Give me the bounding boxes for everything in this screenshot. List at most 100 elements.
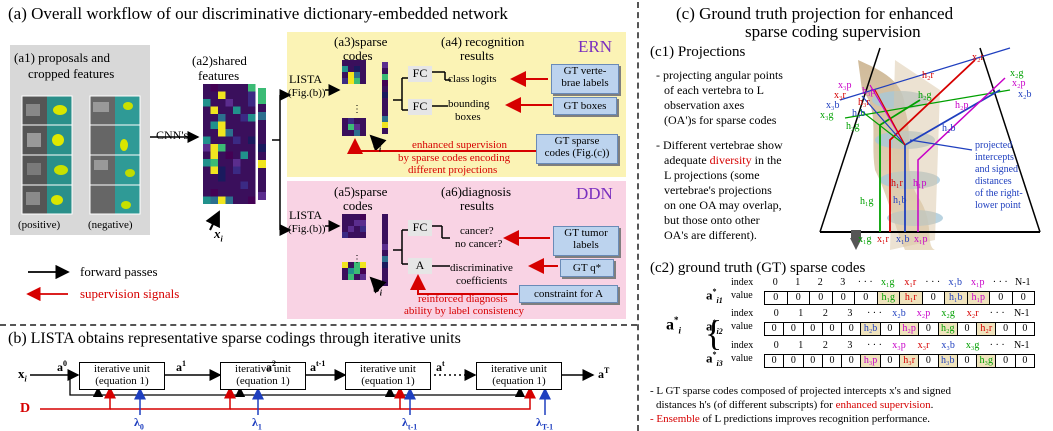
discriminative-line2: coefficients — [456, 275, 508, 287]
unit4-line2: (equation 1) — [492, 375, 546, 387]
legend-forward-label: forward passes — [80, 264, 158, 279]
at-1-label: at-1 — [310, 359, 326, 374]
lbl-x3r: x₃r — [834, 90, 846, 101]
aT-label: aT — [598, 366, 610, 381]
unit3-line2: (equation 1) — [361, 375, 415, 387]
ai-label: ai — [373, 137, 382, 154]
a-star-row-label: a*i1 — [706, 287, 723, 305]
index-cell: x₁p — [971, 277, 985, 288]
bullet2-line7: OA's are different). — [664, 228, 757, 242]
enhanced-supervision-line3: different projections — [408, 164, 498, 176]
fc-box-ern-2: FC — [408, 99, 432, 115]
a1-title-line1: (a1) proposals and — [14, 50, 111, 65]
positive-crops — [21, 95, 73, 215]
value-cell: 0 — [821, 354, 843, 368]
shared-features-matrix — [203, 84, 256, 204]
c1-title: (c1) Projections — [650, 44, 746, 60]
lbl-h3p: h₃p — [862, 86, 876, 97]
index-cell: 2 — [822, 340, 828, 351]
value-cell: 0 — [995, 354, 1016, 368]
value-cell: 0 — [989, 291, 1013, 305]
lambda-T-1: λT-1 — [536, 415, 554, 431]
lambda-t-1: λt-1 — [402, 415, 418, 431]
value-cell: h₃b — [937, 354, 958, 368]
value-cell: h₁g — [876, 291, 900, 305]
ern-sparse-code-column — [382, 62, 388, 134]
value-cell: 0 — [854, 291, 878, 305]
unit2-line2: (equation 1) — [236, 375, 290, 387]
lbl-h2r-top: h₂r — [922, 70, 934, 81]
a4-title-line2: results — [460, 48, 494, 63]
a3-title-line2: codes — [343, 48, 373, 63]
enhanced-supervision-line1: enhanced supervision — [412, 139, 507, 151]
projected-note: projected intercepts and signed distance… — [975, 140, 1023, 212]
bounding-boxes-line1: bounding — [448, 98, 490, 110]
cancer-line1: cancer? — [460, 225, 494, 237]
reinforced-line2: ability by label consistency — [404, 305, 525, 317]
index-cell: · · · — [992, 277, 1008, 288]
index-cell: · · · — [866, 308, 882, 319]
a0-label: a0 — [57, 359, 67, 374]
value-cell: 0 — [879, 322, 900, 336]
spine-illustration — [858, 60, 943, 250]
bullet2-line5: on one OA may overlap, — [664, 198, 782, 212]
value-cell: 0 — [809, 291, 833, 305]
gt-tumor-line2: labels — [573, 239, 599, 251]
gt-tumor-labels-box: GT tumor labels — [553, 226, 619, 256]
iterative-unit-4: iterative unit(equation 1) — [476, 362, 562, 390]
bullet2-line1: - Different vertebrae show — [656, 138, 783, 152]
bullet1-line4: (OA')s for sparse codes — [664, 113, 777, 127]
enhanced-supervision-line2: by sparse codes encoding — [398, 152, 511, 164]
ddn-sparse-code-column — [382, 214, 388, 286]
lbl-x3p: x₃p — [838, 80, 852, 91]
index-cell: · · · — [857, 277, 873, 288]
value-cell: h₃g — [976, 354, 997, 368]
at-label: at — [436, 359, 445, 374]
proj-note-5: of the right- — [975, 188, 1023, 199]
index-cell: x₃b — [941, 340, 955, 351]
legend-supervision-label: supervision signals — [80, 286, 180, 301]
gt-sparse-line2: codes (Fig.(c)) — [544, 147, 610, 159]
value-cell: 0 — [821, 322, 843, 336]
ddn-label: DDN — [576, 184, 613, 203]
value-word: value — [731, 290, 753, 301]
a2-title-line2: features — [198, 68, 240, 83]
ddn-sparse-code-top — [342, 214, 366, 238]
value-cell: 0 — [921, 291, 945, 305]
value-cell: h₂g — [937, 322, 958, 336]
value-cell: 0 — [956, 322, 978, 336]
svg-text:{: { — [705, 313, 722, 353]
unit2-line1: iterative unit — [235, 363, 291, 375]
value-cell: 0 — [764, 354, 785, 368]
index-cell: 0 — [773, 308, 779, 319]
iterative-unit-1: iterative unit(equation 1) — [79, 362, 165, 390]
unit1-line1: iterative unit — [94, 363, 150, 375]
proj-note-3: and signed — [975, 164, 1019, 175]
index-cell: 2 — [822, 308, 828, 319]
index-cell: 3 — [847, 340, 853, 351]
reinforced-line1: reinforced diagnosis — [418, 293, 508, 305]
discriminative-line1: discriminative — [450, 262, 513, 274]
fc-box-ern-1: FC — [408, 66, 432, 82]
c1-bullet2: - Different vertebrae show adequate dive… — [656, 138, 783, 243]
a-box-ddn: A — [408, 258, 432, 274]
a2-label: a2 — [266, 359, 276, 374]
gt-sparse-codes-box: GT sparse codes (Fig.(c)) — [536, 134, 618, 164]
bullet1-line3: observation axes — [664, 98, 745, 112]
lbl-x3b: x₃b — [826, 100, 840, 111]
index-cell: x₁b — [948, 277, 963, 288]
lista-bottom-figb: (Fig.(b)) — [288, 223, 326, 235]
lbl-h1b: h₁b — [893, 195, 907, 206]
negative-label: (negative) — [88, 219, 133, 231]
svg-text:⋮: ⋮ — [352, 254, 362, 265]
lbl-x1b: x₁b — [896, 234, 910, 245]
panel-c-title-line1: (c) Ground truth projection for enhanced — [676, 4, 954, 23]
gt-vert-line1: GT verte- — [563, 65, 607, 77]
lbl-x2r: x₂r — [972, 52, 984, 63]
bullet2-line6: but those onto other — [664, 213, 760, 227]
ern-label: ERN — [578, 37, 612, 56]
lista-top-label: LISTA — [289, 72, 323, 86]
constraint-box: constraint for A — [519, 285, 618, 303]
value-cell: 0 — [995, 322, 1016, 336]
a-star-main: a*i — [666, 315, 682, 336]
